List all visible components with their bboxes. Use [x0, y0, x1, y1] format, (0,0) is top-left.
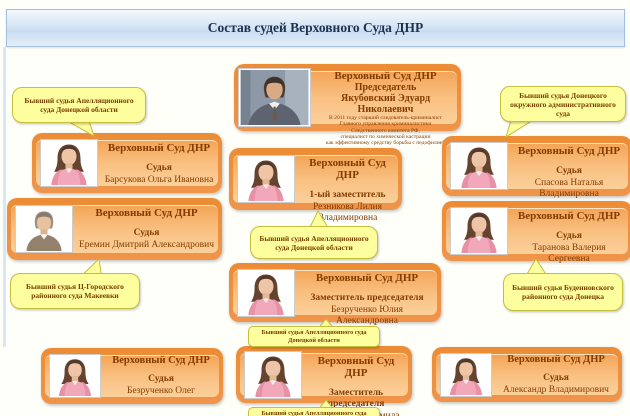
female-avatar-icon [40, 139, 98, 187]
card-bio-line: Главного управления криминалистики [339, 121, 432, 128]
callout-center-first: Бывший судья Апелляционного суда Донецко… [250, 226, 378, 259]
card-chairman: Верховный Суд ДНР Председатель Якубовски… [234, 64, 461, 146]
card-org: Верховный Суд ДНР [317, 355, 395, 379]
card-text: Верховный Суд ДНР Заместитель председате… [308, 346, 404, 416]
female-avatar-icon [237, 155, 295, 203]
card-name: Барсукова Ольга Ивановна [104, 175, 214, 185]
card-org: Верховный Суд ДНР [112, 355, 210, 366]
card-text: Верховный Суд ДНР 1-ый заместитель Резни… [301, 148, 394, 223]
card-org: Верховный Суд ДНР [95, 207, 198, 219]
card-org: Верховный Суд ДНР [517, 210, 621, 222]
card-bio-line: Следственного комитета РФ, [351, 127, 420, 134]
card-org: Верховный Суд ДНР [315, 272, 419, 284]
female-avatar-icon [450, 142, 508, 190]
card-text: Верховный Суд ДНР Председатель Якубовски… [316, 64, 455, 146]
female-avatar-icon [450, 207, 508, 255]
card-name: Безрученко Юлия Александровна [330, 305, 404, 326]
card-judge-eremin: Верховный Суд ДНР Судья Еремин Дмитрий А… [7, 198, 222, 260]
card-judge-taranova: Верховный Суд ДНР Судья Таранова Валерия… [442, 201, 630, 264]
card-role: 1-ый заместитель [309, 190, 386, 200]
card-judge-spasova: Верховный Суд ДНР Судья Спасова Наталья … [442, 136, 630, 199]
card-role: Судья [148, 374, 174, 384]
female-avatar-icon [440, 352, 492, 397]
page-title-text: Состав судей Верховного Суда ДНР [207, 20, 424, 35]
card-role: Заместитель председателя [327, 388, 385, 409]
card-role: Судья [543, 373, 569, 383]
card-name: Резникова Лилия Владимировна [313, 202, 382, 223]
callout-right-mid: Бывший судья Буденновского районного суд… [503, 273, 623, 311]
callout-text: Бывший судья Апелляционного суда Донецко… [261, 409, 367, 416]
card-role: Судья [556, 231, 582, 241]
callout-text: Бывший судья Апелляционного суда Донецко… [261, 329, 367, 344]
page-title: Состав судей Верховного Суда ДНР [6, 9, 625, 47]
callout-center-mid: Бывший судья Апелляционного суда Донецко… [248, 326, 380, 347]
callout-left-mid: Бывший судья Ц-Городского районного суда… [10, 273, 140, 309]
callout-text: Бывший судья Апелляционного суда Донецко… [24, 96, 134, 114]
card-judge-barsukova: Верховный Суд ДНР Судья Барсукова Ольга … [32, 133, 222, 193]
card-name: Еремин Дмитрий Александрович [79, 240, 214, 250]
card-text: Верховный Суд ДНР Судья Таранова Валерия… [514, 201, 624, 264]
card-text: Верховный Суд ДНР Судья Барсукова Ольга … [104, 133, 214, 193]
card-text: Верховный Суд ДНР Судья Безрученко Олег [107, 348, 215, 404]
card-role: Заместитель председателя [310, 293, 424, 303]
card-role: Судья [556, 166, 582, 176]
male-avatar-icon [15, 205, 73, 253]
card-deputy-chair-1: Верховный Суд ДНР Заместитель председате… [229, 263, 441, 326]
female-avatar-icon [244, 350, 302, 399]
chairman-portrait-photo [238, 68, 311, 127]
card-name: Якубовский Эдуард Николаевич [340, 93, 431, 115]
card-deputy-chair-2: Верховный Суд ДНР Заместитель председате… [236, 346, 412, 416]
card-org: Верховный Суд ДНР [334, 70, 437, 82]
callout-left-top: Бывший судья Апелляционного суда Донецко… [12, 87, 146, 123]
card-bio-line: как эффективному средству борьбы с педоф… [325, 140, 446, 147]
callout-text: Бывший судья Буденновского районного суд… [512, 283, 614, 301]
callout-right-top: Бывший судья Донецкого окружного админис… [500, 86, 626, 122]
card-text: Верховный Суд ДНР Судья Еремин Дмитрий А… [79, 198, 214, 260]
card-org: Верховный Суд ДНР [517, 145, 621, 157]
card-name: Безрученко Олег [127, 386, 195, 396]
card-org: Верховный Суд ДНР [107, 142, 211, 154]
card-text: Верховный Суд ДНР Заместитель председате… [301, 263, 433, 326]
callout-text: Бывший судья Апелляционного суда Донецко… [259, 233, 369, 252]
callout-text: Бывший судья Донецкого окружного админис… [510, 90, 616, 118]
card-bio-line: В 2011 году старший следователь-криминал… [329, 115, 442, 121]
callout-text: Бывший судья Ц-Городского районного суда… [26, 282, 124, 300]
card-org: Верховный Суд ДНР [309, 157, 386, 181]
female-avatar-icon [237, 268, 295, 317]
card-judge-bezruchenko-oleg: Верховный Суд ДНР Судья Безрученко Олег [41, 348, 223, 404]
card-text: Верховный Суд ДНР Судья Александр Владим… [498, 347, 614, 402]
card-name: Александр Владимирович [503, 385, 609, 395]
left-accent-line [3, 47, 6, 347]
card-org: Верховный Суд ДНР [507, 354, 605, 365]
card-text: Верховный Суд ДНР Судья Спасова Наталья … [514, 136, 624, 199]
card-judge-aleksandr: Верховный Суд ДНР Судья Александр Владим… [432, 347, 622, 402]
card-role: Судья [133, 228, 160, 238]
card-first-deputy: Верховный Суд ДНР 1-ый заместитель Резни… [229, 148, 402, 223]
card-bio-line: специалист по химической кастрации [340, 133, 431, 140]
callout-center-bottom: Бывший судья Апелляционного суда Донецко… [248, 407, 380, 416]
female-avatar-icon [49, 354, 101, 398]
card-role: Председатель [354, 82, 417, 93]
card-role: Судья [146, 163, 172, 173]
card-name: Таранова Валерия Сергеевна [532, 243, 606, 264]
card-name: Спасова Наталья Владимировна [534, 178, 604, 199]
